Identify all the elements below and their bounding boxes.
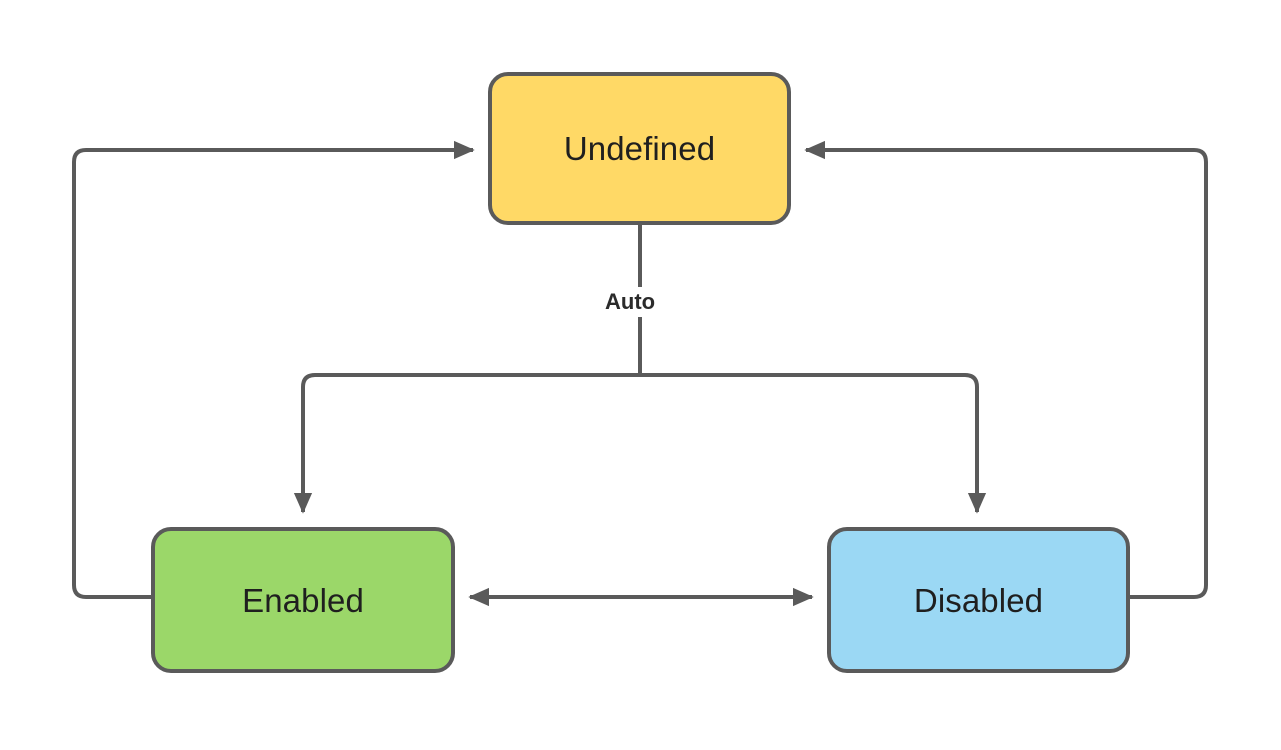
state-node-enabled[interactable]: Enabled xyxy=(151,527,455,673)
edge-undefined-to-disabled xyxy=(640,373,987,514)
edge-undefined-to-enabled xyxy=(293,373,640,514)
state-node-undefined-label: Undefined xyxy=(563,130,716,167)
edge-disabled-to-undefined xyxy=(804,140,1208,599)
state-node-disabled[interactable]: Disabled xyxy=(827,527,1130,673)
state-node-disabled-label: Disabled xyxy=(913,581,1044,619)
state-node-enabled-label: Enabled xyxy=(242,581,364,619)
state-node-undefined[interactable]: Undefined xyxy=(488,72,791,225)
edge-enabled-to-undefined xyxy=(72,140,475,599)
edge-label-auto: Auto xyxy=(598,287,663,317)
